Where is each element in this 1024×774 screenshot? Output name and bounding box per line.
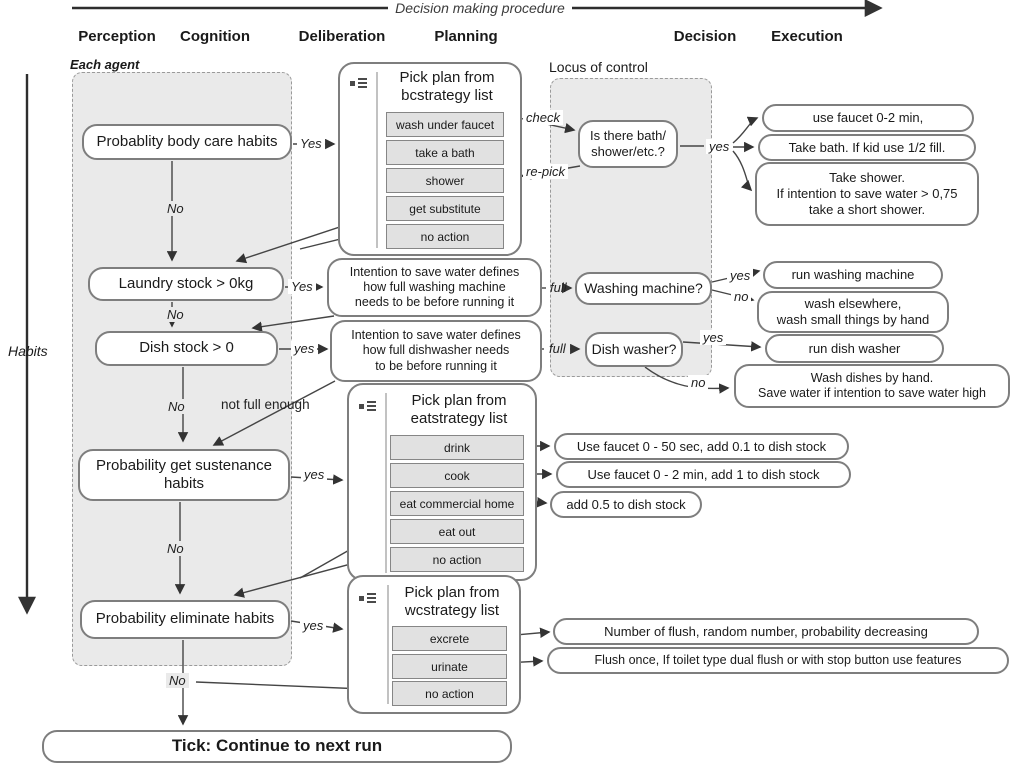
stage-execution: Execution xyxy=(771,28,843,45)
node-eliminate: Probability eliminate habits xyxy=(80,600,290,639)
strategy-wc: Pick plan from wcstrategy list excrete u… xyxy=(347,575,521,714)
procedure-title: Decision making procedure xyxy=(391,0,569,16)
node-laundry-stock: Laundry stock > 0kg xyxy=(88,267,284,301)
label-no-laundry: No xyxy=(164,307,187,322)
label-not-full-enough: not full enough xyxy=(221,397,310,412)
item-wc-no-action: no action xyxy=(392,681,507,706)
item-eat-commercial-home: eat commercial home xyxy=(390,491,524,516)
pick-list-icon xyxy=(359,593,376,603)
item-cook: cook xyxy=(390,463,524,488)
node-tick: Tick: Continue to next run xyxy=(42,730,512,763)
node-body-care: Probablity body care habits xyxy=(82,124,292,160)
outcome-bath: Take bath. If kid use 1/2 fill. xyxy=(758,134,976,161)
stage-planning: Planning xyxy=(434,28,498,45)
label-yes-bodycare: Yes xyxy=(297,136,325,151)
label-no-sustenance: No xyxy=(164,541,187,556)
outcome-urinate: Flush once, If toilet type dual flush or… xyxy=(547,647,1009,674)
outcome-drink: Use faucet 0 - 50 sec, add 0.1 to dish s… xyxy=(554,433,849,460)
outcome-run-washing: run washing machine xyxy=(763,261,943,289)
item-wash-under-faucet: wash under faucet xyxy=(386,112,504,137)
strategy-divider xyxy=(376,72,378,248)
stage-decision: Decision xyxy=(673,28,737,45)
strategy-eat: Pick plan from eatstrategy list drink co… xyxy=(347,383,537,581)
outcome-shower: Take shower. If intention to save water … xyxy=(755,162,979,226)
item-get-substitute: get substitute xyxy=(386,196,504,221)
label-yes-eliminate: yes xyxy=(300,618,327,633)
edge-dw-no xyxy=(644,366,730,394)
strategy-bc-title: Pick plan from bcstrategy list xyxy=(399,69,495,104)
strategy-wc-title: Pick plan from wcstrategy list xyxy=(404,584,500,619)
label-yes-bath: yes xyxy=(706,139,733,154)
item-drink: drink xyxy=(390,435,524,460)
label-full-washing: full xyxy=(550,280,567,295)
node-washing-question: Washing machine? xyxy=(575,272,712,305)
outcome-excrete: Number of flush, random number, probabil… xyxy=(553,618,979,645)
strategy-divider xyxy=(385,393,387,573)
node-intention-washing: Intention to save water defines how full… xyxy=(327,258,542,317)
edge-intwm-to-dish xyxy=(251,315,335,332)
outcome-run-dishwasher: run dish washer xyxy=(765,334,944,363)
node-dish-stock: Dish stock > 0 xyxy=(95,331,278,366)
node-dishwasher-question: Dish washer? xyxy=(585,332,683,367)
label-yes-washing: yes xyxy=(727,268,754,283)
edge-yes-to-shower xyxy=(732,150,753,192)
label-no-washing: no xyxy=(731,289,752,304)
item-shower: shower xyxy=(386,168,504,193)
label-check: check xyxy=(523,110,563,125)
outcome-eat-home: add 0.5 to dish stock xyxy=(550,491,702,518)
item-take-a-bath: take a bath xyxy=(386,140,504,165)
label-yes-dish: yes xyxy=(291,341,318,356)
stage-cognition: Cognition xyxy=(180,28,250,45)
item-bc-no-action: no action xyxy=(386,224,504,249)
pick-list-icon xyxy=(359,401,376,411)
label-yes-sustenance: yes xyxy=(301,467,328,482)
label-no-dishwasher: no xyxy=(688,375,709,390)
edge-notfull-to-sustenance xyxy=(212,380,336,446)
each-agent-panel xyxy=(72,72,292,666)
item-eat-no-action: no action xyxy=(390,547,524,572)
habits-label: Habits xyxy=(8,343,48,359)
strategy-divider xyxy=(387,585,389,704)
label-yes-laundry: Yes xyxy=(288,279,316,294)
label-repick: re-pick xyxy=(523,164,569,179)
outcome-wash-elsewhere: wash elsewhere, wash small things by han… xyxy=(757,291,949,333)
label-full-dish: full xyxy=(549,341,566,356)
strategy-eat-title: Pick plan from eatstrategy list xyxy=(410,392,508,427)
label-no-eliminate: No xyxy=(166,673,189,688)
stage-perception: Perception xyxy=(78,28,156,45)
label-no-dish: No xyxy=(165,399,188,414)
stage-deliberation: Deliberation xyxy=(298,28,386,45)
each-agent-label: Each agent xyxy=(70,57,140,72)
label-no-bodycare: No xyxy=(164,201,187,216)
outcome-faucet: use faucet 0-2 min, xyxy=(762,104,974,132)
pick-list-icon xyxy=(350,78,367,88)
node-sustenance: Probability get sustenance habits xyxy=(78,449,290,501)
item-excrete: excrete xyxy=(392,626,507,651)
outcome-cook: Use faucet 0 - 2 min, add 1 to dish stoc… xyxy=(556,461,851,488)
outcome-wash-by-hand: Wash dishes by hand. Save water if inten… xyxy=(734,364,1010,408)
label-yes-dishwasher: yes xyxy=(700,330,727,345)
node-intention-dishwasher: Intention to save water defines how full… xyxy=(330,320,542,382)
item-urinate: urinate xyxy=(392,654,507,679)
strategy-bc: Pick plan from bcstrategy list wash unde… xyxy=(338,62,522,256)
item-eat-out: eat out xyxy=(390,519,524,544)
node-bath-question: Is there bath/ shower/etc.? xyxy=(578,120,678,168)
edge-yes-to-faucet xyxy=(732,116,759,144)
locus-of-control-label: Locus of control xyxy=(549,59,648,75)
